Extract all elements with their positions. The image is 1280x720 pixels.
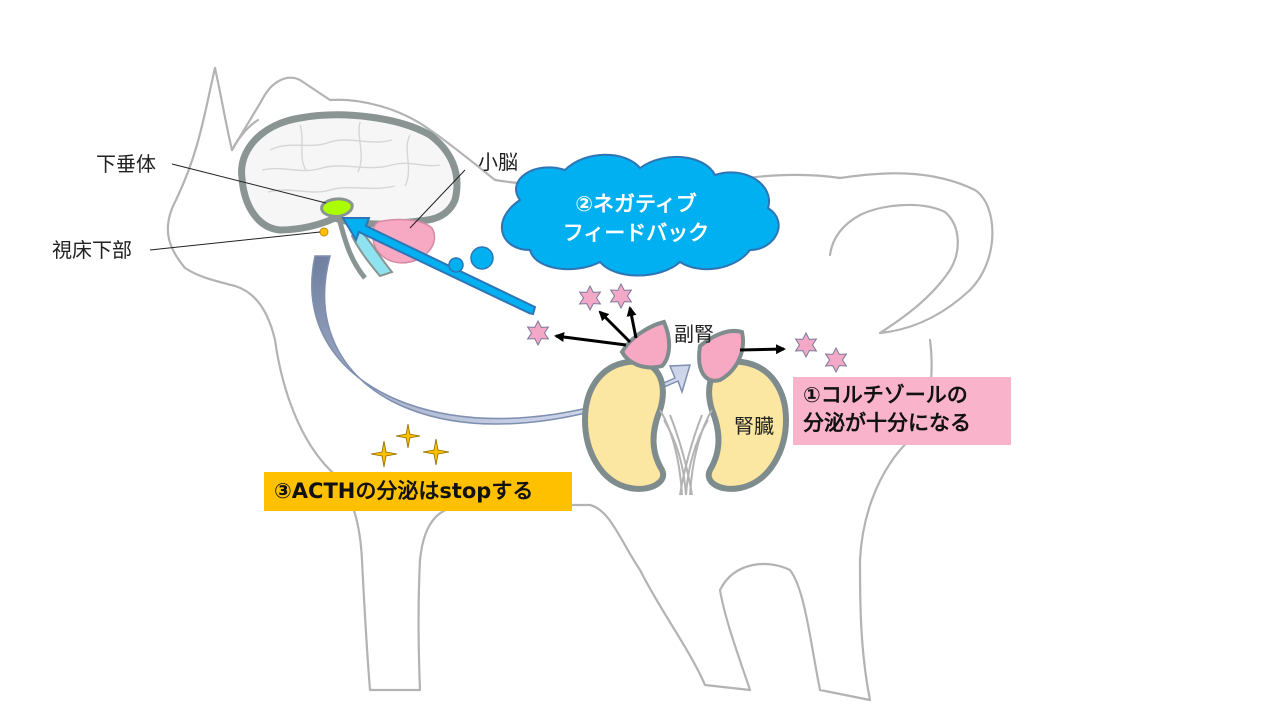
hypothalamus-label: 視床下部 xyxy=(52,238,132,262)
hypothalamus-dot xyxy=(319,227,329,237)
cortisol-star xyxy=(794,331,818,359)
adrenal-glands xyxy=(619,319,745,383)
cortisol-callout: ①コルチゾールの 分泌が十分になる xyxy=(793,377,1011,445)
cortisol-line2: 分泌が十分になる xyxy=(803,411,971,436)
left-kidney xyxy=(581,358,667,492)
cortisol-stars xyxy=(526,282,848,374)
brain xyxy=(238,111,461,280)
sparkles xyxy=(370,423,450,468)
feedback-line1: ②ネガティブ xyxy=(575,192,697,216)
kidneys xyxy=(581,358,790,496)
hormone-arrows xyxy=(554,306,786,355)
brainstem-shape xyxy=(350,228,394,278)
adrenal-label: 副腎 xyxy=(674,322,714,346)
feedback-line2: フィードバック xyxy=(562,221,710,246)
pituitary-shape xyxy=(320,197,354,218)
acth-callout: ③ACTHの分泌はstopする xyxy=(264,472,572,511)
leader-lines xyxy=(149,163,466,251)
sparkle-icon xyxy=(370,440,398,468)
sparkle-icon xyxy=(422,438,450,466)
cortisol-line1: ①コルチゾールの xyxy=(803,383,968,407)
feedback-arrow xyxy=(341,217,537,316)
left-adrenal xyxy=(619,319,671,370)
kidney-label: 腎臓 xyxy=(734,414,774,438)
cerebellum-label: 小脳 xyxy=(478,150,518,174)
feedback-text: ②ネガティブ フィードバック xyxy=(536,192,736,246)
acth-curve-arrow xyxy=(311,255,692,425)
cortisol-star xyxy=(578,284,602,312)
cortisol-star xyxy=(824,346,848,374)
pituitary-label: 下垂体 xyxy=(96,152,156,176)
right-kidney xyxy=(705,358,790,492)
right-adrenal xyxy=(697,329,745,383)
feedback-cloud xyxy=(448,153,780,277)
sparkle-icon xyxy=(395,423,421,449)
cortisol-star xyxy=(526,319,550,347)
cortisol-star xyxy=(609,282,633,310)
